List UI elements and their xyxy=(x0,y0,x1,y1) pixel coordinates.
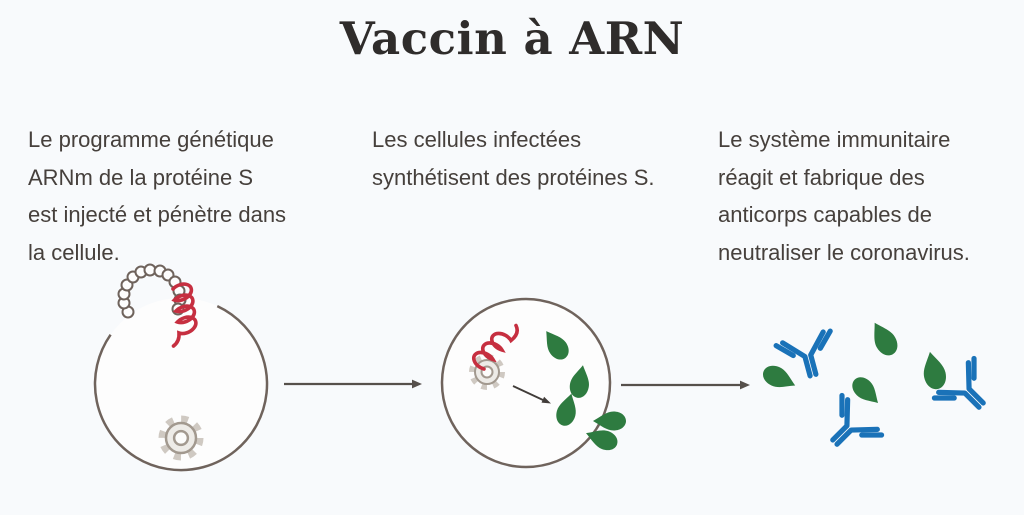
vesicle-beads-icon xyxy=(117,263,187,319)
arrow-right-icon xyxy=(541,396,551,404)
cell-membrane-icon xyxy=(95,298,267,470)
caption-line: anticorps capables de xyxy=(718,202,933,227)
immune-response xyxy=(759,317,1001,462)
spike-protein-icon xyxy=(759,361,800,395)
step-2-caption: Les cellules infectées synthétisent des … xyxy=(372,121,692,196)
caption-line: Le système immunitaire xyxy=(718,127,951,152)
caption-line: la cellule. xyxy=(28,239,120,265)
caption-line: Le programme génétique xyxy=(28,127,274,152)
step-1-caption: Le programme génétique ARNm de la protéi… xyxy=(28,121,348,271)
caption-line: synthétisent des protéines S. xyxy=(372,164,655,190)
step-3-caption: Le système immunitaire réagit et fabriqu… xyxy=(718,121,1018,271)
step-arrow-2 xyxy=(621,380,750,390)
caption-line: neutraliser le coronavirus. xyxy=(718,239,970,265)
spike-protein-icon xyxy=(919,349,949,392)
step-arrow-1 xyxy=(284,379,422,389)
arrow-right-icon xyxy=(740,380,750,390)
caption-line: Les cellules infectées xyxy=(372,127,582,152)
antibody-icon xyxy=(815,395,882,462)
cell-membrane-icon xyxy=(440,297,612,469)
mrna-coil-icon xyxy=(472,323,519,371)
arrow-right-icon xyxy=(412,379,422,389)
caption-line: est injecté et pénètre dans xyxy=(28,202,287,227)
cell-1 xyxy=(93,263,269,472)
arrow-right-icon xyxy=(512,385,544,401)
synthesis-arrow xyxy=(512,385,551,404)
cell-2 xyxy=(440,297,626,469)
antibody-icon xyxy=(934,358,1001,425)
mrna-coil-icon xyxy=(171,282,198,348)
page-title: Vaccin à ARN xyxy=(339,12,685,65)
spike-protein-icon xyxy=(847,372,885,410)
spike-protein-icon xyxy=(865,317,902,360)
caption-line: réagit et fabrique des xyxy=(718,164,925,190)
cell-membrane-icon xyxy=(93,304,269,472)
caption-line: ARNm de la protéine S xyxy=(28,164,253,190)
